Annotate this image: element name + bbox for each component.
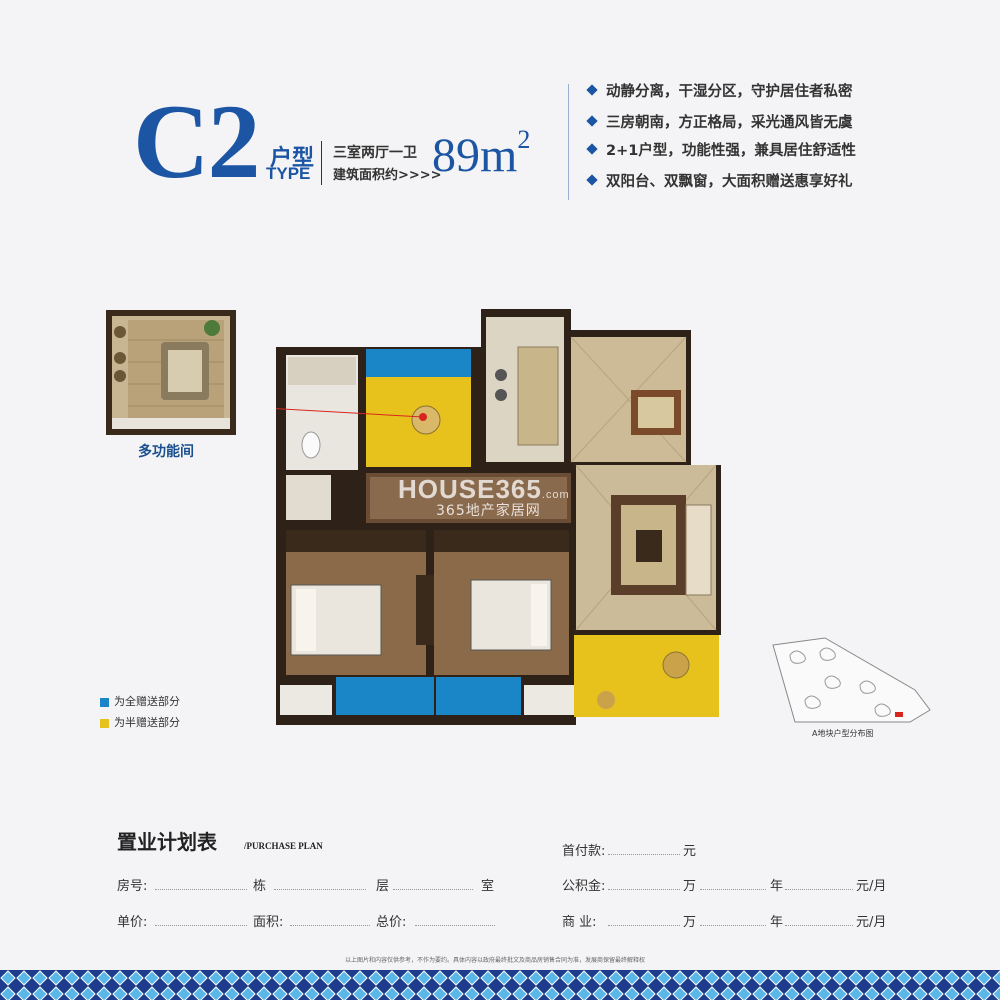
- area-value: 89m2: [432, 125, 531, 183]
- bay-window-blue: [436, 677, 521, 715]
- legend-swatch-yellow: [100, 718, 109, 728]
- half-gift-balcony-south: [574, 635, 719, 717]
- provident-fund-amount-field[interactable]: [608, 889, 680, 890]
- unit-price-label: 单价:: [117, 915, 148, 930]
- area-field[interactable]: [290, 925, 370, 926]
- multi-function-room-inset: [106, 310, 236, 435]
- diamond-bullet-icon: [586, 115, 598, 127]
- site-distribution-map: [772, 637, 931, 723]
- down-payment-field[interactable]: [608, 854, 680, 855]
- diamond-bullet-icon: [586, 174, 598, 186]
- bay-window-blue: [336, 677, 434, 715]
- provident-fund-monthly-field[interactable]: [785, 889, 853, 890]
- site-map-label: A地块户型分布图: [812, 729, 874, 738]
- commercial-loan-amount-field[interactable]: [608, 925, 680, 926]
- decorative-border-pattern: [0, 970, 1000, 1000]
- provident-fund-unit-month: 元/月: [856, 879, 887, 894]
- diamond-bullet-icon: [586, 143, 598, 155]
- features-divider: [568, 84, 569, 200]
- purchase-plan-subtitle: /PURCHASE PLAN: [244, 841, 323, 851]
- diamond-bullet-icon: [586, 84, 598, 96]
- area-number: 89m: [432, 129, 518, 182]
- feature-text: 2+1户型，功能性强，兼具居住舒适性: [606, 143, 856, 159]
- commercial-loan-unit-wan: 万: [683, 915, 697, 930]
- area-label: 建筑面积约>>>>: [333, 168, 442, 183]
- room-number-field[interactable]: [155, 889, 247, 890]
- provident-fund-years-field[interactable]: [700, 889, 766, 890]
- room-number-label: 房号:: [117, 879, 148, 894]
- total-price-field[interactable]: [415, 925, 495, 926]
- room-layout-text: 三室两厅一卫: [333, 145, 417, 161]
- down-payment-label: 首付款:: [562, 844, 606, 859]
- watermark-brand: HOUSE365.com: [398, 474, 570, 505]
- full-gift-balcony: [366, 349, 471, 377]
- unit-type-code: C2: [133, 83, 261, 200]
- building-label: 栋: [253, 879, 267, 894]
- area-superscript: 2: [517, 125, 531, 154]
- disclaimer: 以上图片和内容仅供参考，不作为要约。具体内容以政府最终批文及商品房销售合同为准，…: [345, 957, 646, 964]
- floor-field[interactable]: [274, 889, 366, 890]
- unit-type-cn: 户型: [270, 146, 315, 171]
- multi-function-room-label: 多功能间: [138, 444, 194, 460]
- header-divider: [321, 141, 322, 185]
- room-label: 室: [481, 879, 495, 894]
- floor-plan: [276, 309, 721, 725]
- total-price-label: 总价:: [376, 915, 407, 930]
- down-payment-unit: 元: [683, 844, 697, 859]
- watermark-site: 365地产家居网: [436, 503, 541, 519]
- commercial-loan-unit-month: 元/月: [856, 915, 887, 930]
- feature-text: 三房朝南，方正格局，采光通风皆无虞: [606, 115, 853, 131]
- feature-item: 三房朝南，方正格局，采光通风皆无虞: [586, 111, 853, 132]
- unit-price-field[interactable]: [155, 925, 247, 926]
- feature-item: 双阳台、双飘窗，大面积赠送惠享好礼: [586, 170, 853, 191]
- provident-fund-unit-wan: 万: [683, 879, 697, 894]
- floor-label: 层: [376, 879, 390, 894]
- watermark-domain: .com: [541, 489, 570, 501]
- room-field[interactable]: [393, 889, 473, 890]
- legend-label: 为全赠送部分: [114, 695, 180, 708]
- commercial-loan-years-field[interactable]: [700, 925, 766, 926]
- legend-label: 为半赠送部分: [114, 716, 180, 729]
- watermark-brand-text: HOUSE365: [398, 474, 542, 504]
- legend-item: 为全赠送部分: [100, 693, 180, 709]
- feature-text: 动静分离，干湿分区，守护居住者私密: [606, 84, 853, 100]
- commercial-loan-monthly-field[interactable]: [785, 925, 853, 926]
- feature-text: 双阳台、双飘窗，大面积赠送惠享好礼: [606, 174, 853, 190]
- commercial-loan-unit-year: 年: [770, 915, 784, 930]
- purchase-plan-title: 置业计划表: [117, 830, 217, 854]
- legend-swatch-blue: [100, 697, 109, 707]
- unit-type-en: TYPE: [266, 164, 311, 183]
- legend-item: 为半赠送部分: [100, 714, 180, 730]
- area-field-label: 面积:: [253, 915, 284, 930]
- commercial-loan-label: 商 业:: [562, 915, 597, 930]
- provident-fund-label: 公积金:: [562, 879, 606, 894]
- feature-item: 动静分离，干湿分区，守护居住者私密: [586, 80, 853, 101]
- feature-item: 2+1户型，功能性强，兼具居住舒适性: [586, 139, 856, 160]
- laundry: [286, 475, 331, 520]
- provident-fund-unit-year: 年: [770, 879, 784, 894]
